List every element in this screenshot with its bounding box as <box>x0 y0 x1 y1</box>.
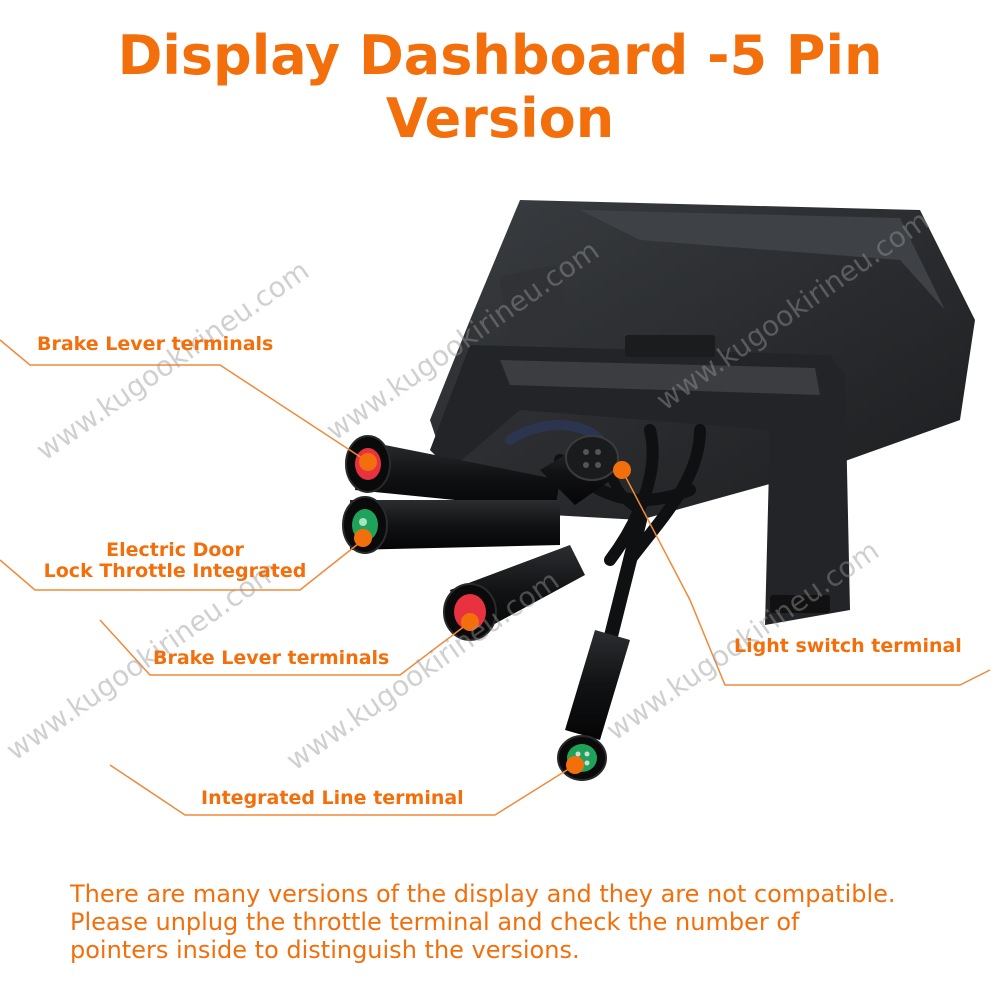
leader-brake-bottom <box>99 619 471 676</box>
label-integrated-line: Integrated Line terminal <box>201 787 464 809</box>
throttle-connector <box>342 496 560 554</box>
dot-brake-bottom <box>461 613 479 631</box>
compatibility-note: There are many versions of the display a… <box>70 880 970 964</box>
leader-integrated <box>109 764 576 816</box>
note-line-3: pointers inside to distinguish the versi… <box>70 936 580 964</box>
dot-integrated <box>566 756 584 774</box>
pointer-dots <box>354 453 631 774</box>
leader-brake-top <box>0 339 369 463</box>
leader-lines <box>0 339 991 816</box>
page-title: Display Dashboard -5 Pin Version <box>117 24 883 150</box>
dot-throttle <box>354 529 372 547</box>
label-brake-lever-top: Brake Lever terminals <box>37 333 274 355</box>
light-switch-connector <box>540 435 625 505</box>
leader-light-switch <box>621 469 991 686</box>
label-electric-door-line1: Electric Door <box>106 539 244 561</box>
label-brake-lever-bottom: Brake Lever terminals <box>153 647 390 669</box>
dot-brake-top <box>359 453 377 471</box>
label-electric-door: Electric Door Lock Throttle Integrated <box>40 540 310 582</box>
label-light-switch: Light switch terminal <box>734 635 962 657</box>
dot-light-switch <box>613 461 631 479</box>
note-line-2: Please unplug the throttle terminal and … <box>70 908 800 936</box>
note-line-1: There are many versions of the display a… <box>70 880 896 908</box>
leader-throttle <box>0 539 364 591</box>
label-electric-door-line2: Lock Throttle Integrated <box>43 560 307 582</box>
mounting-bracket <box>430 335 850 625</box>
